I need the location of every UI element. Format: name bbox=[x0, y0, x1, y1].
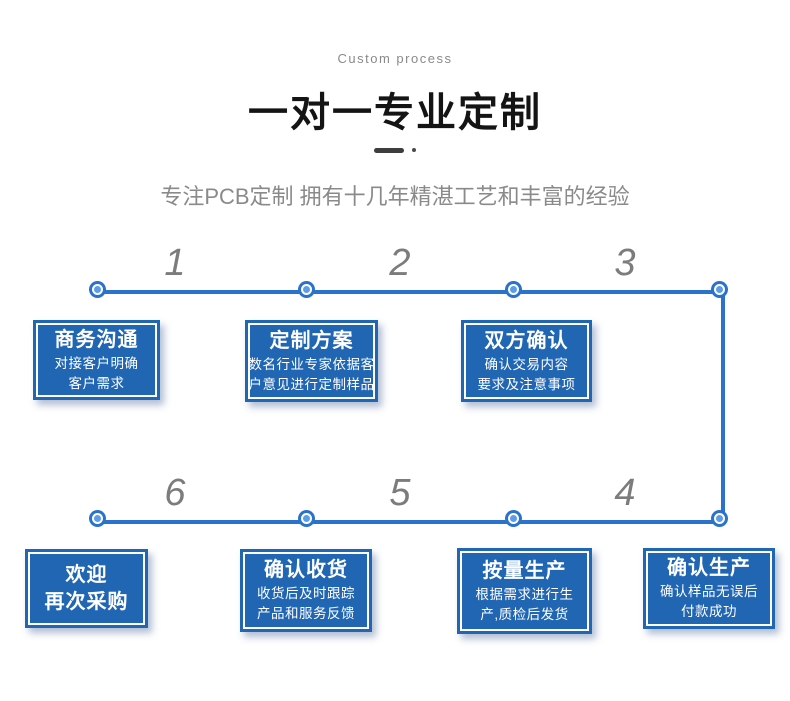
step-number-1: 1 bbox=[164, 242, 186, 284]
step-box-5-volume-production: 按量生产 根据需求进行生 产,质检后发货 bbox=[457, 548, 592, 634]
step-box-body-line: 收货后及时跟踪 bbox=[257, 586, 355, 602]
timeline-dot-corner-top bbox=[714, 284, 725, 295]
step-number-3: 3 bbox=[614, 242, 636, 284]
step-box-body-line: 客户需求 bbox=[68, 375, 125, 391]
step-box-body-line: 付款成功 bbox=[681, 604, 737, 619]
step-box-body-line: 确认样品无误后 bbox=[660, 584, 758, 600]
step-number-6: 6 bbox=[164, 472, 186, 514]
title-underline bbox=[0, 146, 790, 154]
timeline-dot-5 bbox=[508, 513, 519, 524]
underline-dot bbox=[412, 148, 416, 152]
step-box-title: 确认生产 bbox=[667, 557, 751, 580]
step-box-title: 欢迎 bbox=[65, 563, 108, 586]
step-box-title-line2: 再次采购 bbox=[44, 590, 129, 613]
underline-bar bbox=[374, 147, 404, 153]
step-number-2: 2 bbox=[389, 242, 411, 284]
timeline-dot-6 bbox=[301, 513, 312, 524]
step-box-body-line: 产,质检后发货 bbox=[480, 606, 569, 622]
step-box-6-confirm-receipt: 确认收货 收货后及时跟踪 产品和服务反馈 bbox=[240, 549, 372, 632]
section-subtitle: 专注PCB定制 拥有十几年精湛工艺和丰富的经验 bbox=[160, 184, 630, 209]
step-box-body-line: 根据需求进行生 bbox=[475, 586, 574, 602]
timeline-bottom-line bbox=[101, 520, 723, 524]
step-number-4: 4 bbox=[614, 472, 636, 514]
section-title: 一对一专业定制 bbox=[248, 91, 542, 135]
step-box-4-confirm-production: 确认生产 确认样品无误后 付款成功 bbox=[643, 548, 775, 629]
timeline-dot-corner-bottom bbox=[714, 513, 725, 524]
timeline-right-connector bbox=[721, 290, 725, 524]
step-box-3-mutual-confirmation: 双方确认 确认交易内容 要求及注意事项 bbox=[461, 320, 592, 402]
step-box-body-line: 户意见进行定制样品 bbox=[248, 376, 375, 392]
step-box-title: 确认收货 bbox=[264, 559, 348, 582]
step-box-2-custom-plan: 定制方案 数名行业专家依据客 户意见进行定制样品 bbox=[245, 320, 378, 402]
timeline-dot-end bbox=[92, 513, 103, 524]
timeline-dot-1 bbox=[92, 284, 103, 295]
step-box-body-line: 要求及注意事项 bbox=[477, 376, 576, 392]
step-box-body-line: 数名行业专家依据客 bbox=[248, 356, 375, 372]
step-box-title: 双方确认 bbox=[484, 329, 569, 352]
step-box-title: 商务沟通 bbox=[54, 328, 139, 351]
step-number-5: 5 bbox=[389, 472, 411, 514]
step-box-title: 按量生产 bbox=[482, 559, 567, 582]
timeline-dot-2 bbox=[301, 284, 312, 295]
timeline-top-line bbox=[101, 290, 723, 294]
timeline-dot-3 bbox=[508, 284, 519, 295]
step-box-welcome-repurchase: 欢迎 再次采购 bbox=[25, 549, 148, 628]
step-box-title: 定制方案 bbox=[269, 329, 354, 352]
section-eyebrow: Custom process bbox=[337, 51, 453, 66]
step-box-1-business-communication: 商务沟通 对接客户明确 客户需求 bbox=[33, 320, 160, 400]
step-box-body-line: 产品和服务反馈 bbox=[257, 606, 355, 621]
step-box-body-line: 确认交易内容 bbox=[484, 356, 569, 372]
step-box-body-line: 对接客户明确 bbox=[54, 355, 139, 371]
